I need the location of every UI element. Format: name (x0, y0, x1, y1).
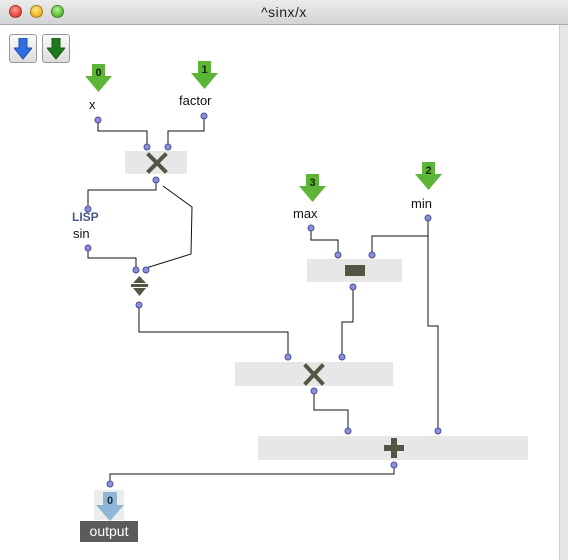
wire-subtract-to-multiply (341, 288, 354, 356)
input-label-max: max (293, 206, 318, 221)
output-arrow-icon[interactable]: 0 (96, 492, 124, 521)
output-arrow-button[interactable] (42, 34, 70, 63)
add-icon (384, 438, 404, 458)
minimize-icon[interactable] (30, 5, 43, 18)
input-arrow-1-icon[interactable]: 1 (191, 61, 218, 89)
wire-multiply-to-sin (87, 181, 157, 209)
input-label-min: min (411, 196, 432, 211)
input-index-1: 1 (201, 64, 207, 76)
input-arrow-3-icon[interactable]: 3 (299, 174, 326, 202)
multiply-2-icon (303, 363, 325, 386)
divide-icon (131, 276, 148, 296)
wire-multiply-to-divide (145, 185, 193, 269)
green-down-arrow-icon (47, 38, 65, 60)
window-title: ^sinx/x (261, 4, 307, 20)
multiply-icon (146, 152, 168, 174)
blue-down-arrow-icon (14, 38, 32, 60)
wire-min-to-subtract (371, 219, 429, 254)
close-icon[interactable] (9, 5, 22, 18)
input-arrow-0-icon[interactable]: 0 (85, 64, 112, 92)
input-index-0: 0 (95, 67, 101, 79)
output-index: 0 (107, 495, 113, 507)
scrollbar[interactable] (559, 25, 568, 560)
wire-divide-to-multiply (138, 306, 289, 356)
wire-min-to-add (427, 219, 439, 430)
output-label[interactable]: output (80, 521, 138, 542)
lisp-tag: LISP (72, 210, 99, 224)
zoom-icon[interactable] (51, 5, 64, 18)
title-bar: ^sinx/x (0, 0, 568, 25)
wire-multiply-to-add (313, 391, 349, 430)
input-arrow-2-icon[interactable]: 2 (415, 162, 442, 190)
input-label-factor: factor (179, 93, 212, 108)
wire-max-to-subtract (310, 229, 339, 254)
input-arrow-button[interactable] (9, 34, 37, 63)
input-label-x: x (89, 97, 96, 112)
wire-add-to-output (109, 466, 395, 484)
input-index-3: 3 (309, 177, 315, 189)
input-index-2: 2 (425, 165, 431, 177)
wire-x-to-multiply (97, 122, 148, 146)
subtract-icon (345, 265, 365, 276)
sin-box-label[interactable]: sin (73, 226, 90, 241)
inlet-outlet-dots[interactable] (84, 112, 442, 488)
wire-sin-to-divide (87, 250, 137, 268)
wire-factor-to-multiply (167, 117, 205, 146)
